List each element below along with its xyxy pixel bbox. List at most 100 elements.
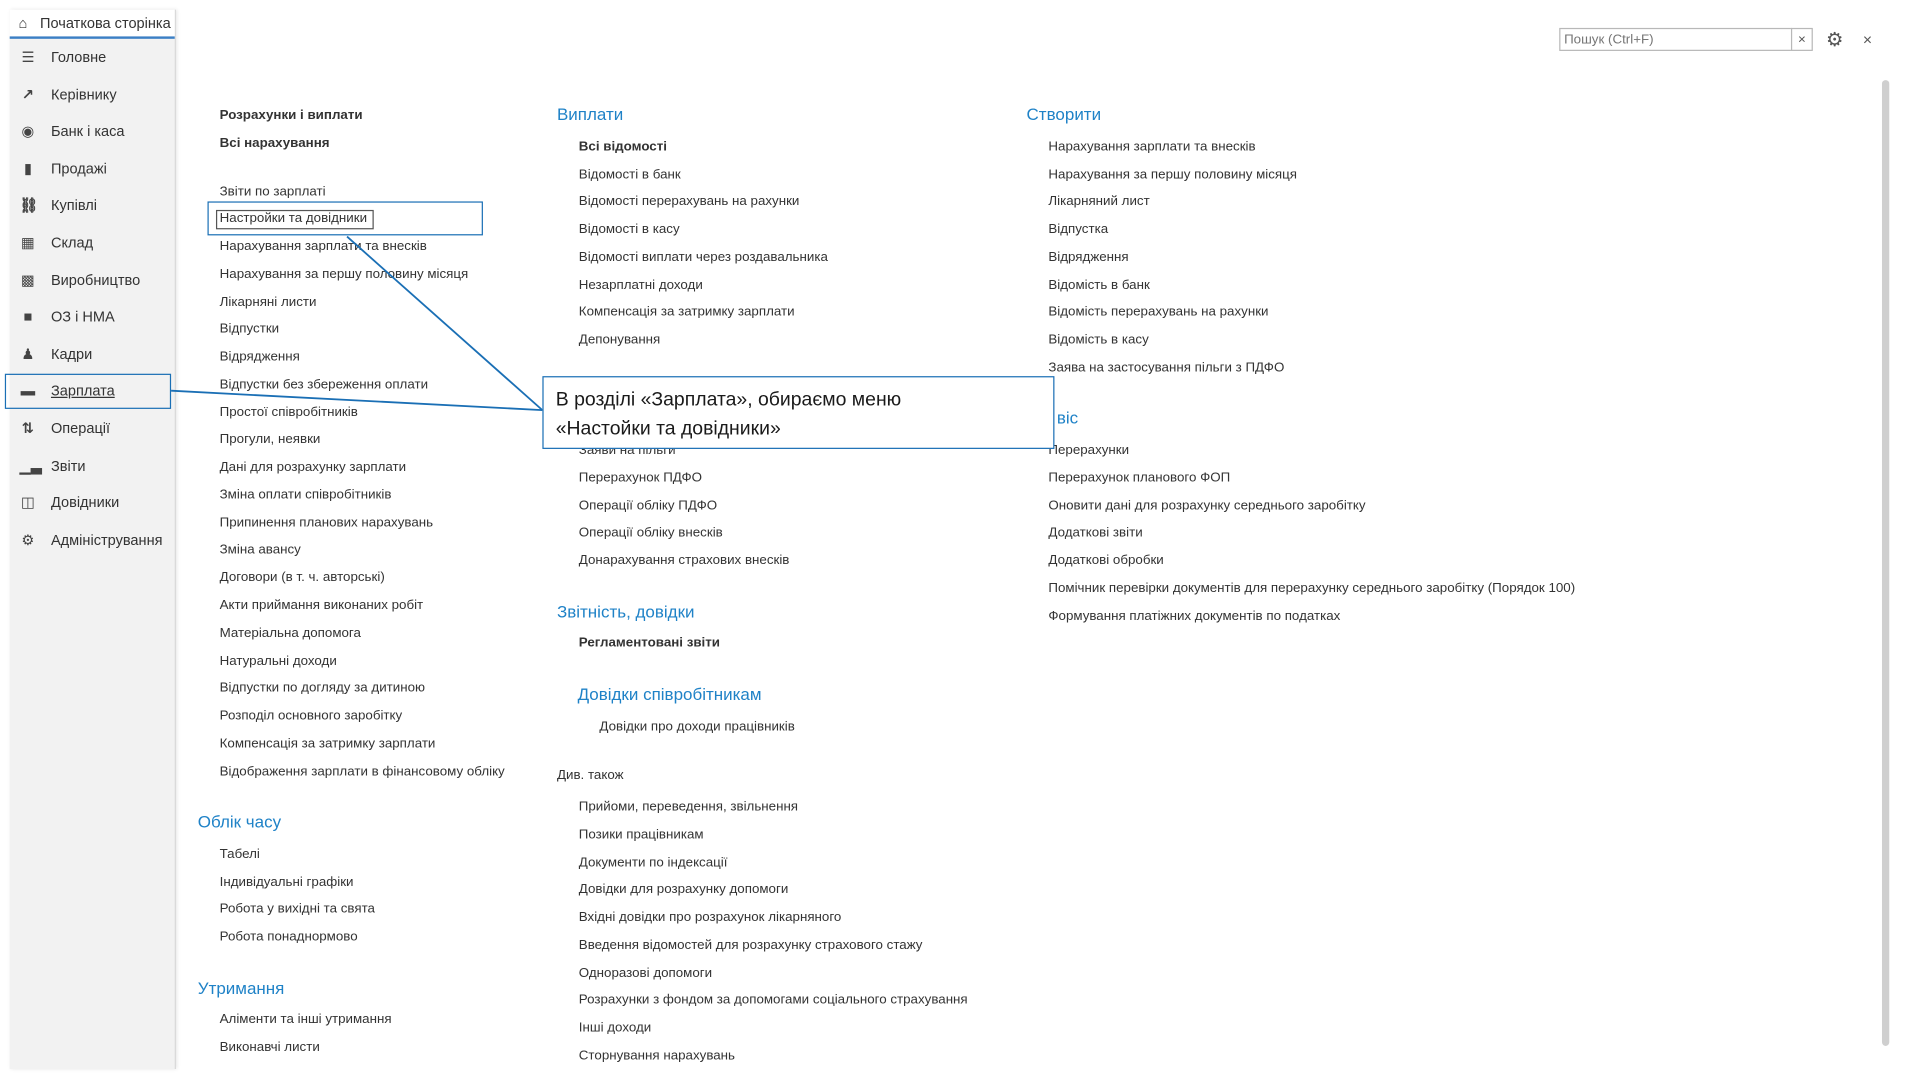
payment-link[interactable]: Відомості в банк (578, 167, 681, 183)
create-link[interactable]: Відпустка (1048, 222, 1109, 237)
sidebar-item-assets[interactable]: ■ ОЗ і НМА (10, 298, 175, 334)
col1-link[interactable]: Натуральні доходи (219, 654, 337, 669)
sidebar-item-label: Зарплата (50, 382, 115, 400)
col1-link[interactable]: Прогули, неявки (219, 431, 321, 447)
section-title-deductions: Утримання (197, 978, 285, 998)
see-also-link[interactable]: Позики працівникам (578, 827, 704, 843)
see-also-link[interactable]: Розрахунки з фондом за допомогами соціал… (578, 992, 968, 1008)
col1-link[interactable]: Відрядження (219, 349, 300, 365)
scrollbar[interactable] (1881, 80, 1890, 1046)
service-link[interactable]: Додаткові звіти (1048, 525, 1143, 540)
payment-link[interactable]: Відомості перерахувань на рахунки (578, 194, 800, 209)
payment-link[interactable]: Незарплатні доходи (578, 277, 703, 293)
tax-link[interactable]: Операції обліку внесків (578, 525, 723, 540)
see-also-link[interactable]: Одноразові допомоги (578, 965, 713, 981)
col1-link[interactable]: Дані для розрахунку зарплати (219, 459, 407, 475)
create-link[interactable]: Відомість перерахувань на рахунки (1048, 304, 1269, 320)
sidebar-item-bank[interactable]: ◉ Банк і каса (10, 113, 175, 149)
payment-link[interactable]: Відомості в касу (578, 222, 680, 237)
deduction-link[interactable]: Виконавчі листи (219, 1039, 320, 1055)
home-tab-label: Початкова сторінка (40, 14, 171, 32)
link-salary-reports[interactable]: Звіти по зарплаті (219, 184, 326, 199)
deduction-link[interactable]: Аліменти та інші утримання (219, 1011, 392, 1027)
service-link[interactable]: Додаткові обробки (1048, 553, 1164, 568)
certificate-link[interactable]: Довідки про доходи працівників (599, 719, 795, 735)
time-link[interactable]: Індивідуальні графіки (219, 874, 354, 890)
link-settings-directories[interactable]: Настройки та довідники (219, 211, 368, 226)
sidebar-item-salary[interactable]: ▬ Зарплата (10, 373, 175, 409)
create-link[interactable]: Відрядження (1048, 249, 1129, 265)
link-all-statements[interactable]: Всі відомості (578, 139, 667, 155)
sidebar-item-label: Кадри (50, 345, 93, 363)
see-also-link[interactable]: Сторнування нарахувань (578, 1048, 736, 1063)
see-also-link[interactable]: Вхідні довідки про розрахунок лікарняног… (578, 910, 842, 925)
col1-link[interactable]: Лікарняні листи (219, 294, 317, 310)
service-link[interactable]: Помічник перевірки документів для перера… (1048, 581, 1576, 596)
tax-link[interactable]: Перерахунок ПДФО (578, 470, 703, 486)
payment-link[interactable]: Відомості виплати через роздавальника (578, 249, 828, 265)
grid-icon: ▦ (21, 234, 35, 252)
sidebar-item-reports[interactable]: ▁▃ Звіти (10, 448, 175, 484)
sidebar-item-manager[interactable]: ↗ Керівнику (10, 76, 175, 112)
sidebar-item-warehouse[interactable]: ▦ Склад (10, 224, 175, 260)
see-also-link[interactable]: Довідки для розрахунку допомоги (578, 882, 789, 897)
col1-link[interactable]: Відпустки без збереження оплати (219, 377, 429, 392)
col1-link[interactable]: Відпустки по догляду за дитиною (219, 680, 426, 696)
service-link[interactable]: Формування платіжних документів по подат… (1048, 609, 1341, 624)
tax-link[interactable]: Операції обліку ПДФО (578, 498, 718, 514)
create-link[interactable]: Відомість в касу (1048, 332, 1149, 348)
search-clear-button[interactable]: × (1790, 27, 1813, 51)
search-input[interactable] (1559, 27, 1793, 51)
service-link[interactable]: Перерахунки (1048, 442, 1130, 458)
col1-link[interactable]: Простої співробітників (219, 405, 358, 420)
sidebar-item-production[interactable]: ▩ Виробництво (10, 262, 175, 298)
payment-link[interactable]: Компенсація за затримку зарплати (578, 304, 795, 320)
cart-icon: ⛓ (19, 196, 38, 214)
see-also-link[interactable]: Прийоми, переведення, звільнення (578, 799, 799, 815)
sidebar-item-main[interactable]: ☰ Головне (10, 39, 175, 75)
truck-icon: ■ (23, 308, 33, 326)
list-icon: ☰ (21, 48, 35, 66)
time-link[interactable]: Табелі (219, 846, 260, 862)
sidebar-item-operations[interactable]: ⇅ Операції (10, 410, 175, 446)
col1-link[interactable]: Нарахування за першу половину місяця (219, 266, 469, 282)
sidebar-item-admin[interactable]: ⚙ Адміністрування (10, 522, 175, 558)
col1-link[interactable]: Розподіл основного заробітку (219, 708, 403, 724)
link-all-accruals[interactable]: Всі нарахування (219, 135, 330, 151)
link-calculations-payments[interactable]: Розрахунки і виплати (219, 107, 363, 123)
see-also-link[interactable]: Введення відомостей для розрахунку страх… (578, 937, 923, 953)
time-link[interactable]: Робота понаднормово (219, 929, 358, 945)
sidebar-item-purchases[interactable]: ⛓ Купівлі (10, 187, 175, 223)
see-also-link[interactable]: Інші доходи (578, 1020, 652, 1036)
col1-link[interactable]: Припинення планових нарахувань (219, 515, 434, 531)
see-also-link[interactable]: Документи по індексації (578, 855, 728, 871)
col1-link[interactable]: Зміна оплати співробітників (219, 487, 392, 503)
col1-link[interactable]: Компенсація за затримку зарплати (219, 736, 436, 752)
col1-link[interactable]: Договори (в т. ч. авторські) (219, 570, 385, 585)
col1-link[interactable]: Нарахування зарплати та внесків (219, 239, 427, 254)
home-tab[interactable]: ⌂ Початкова сторінка (9, 9, 175, 39)
col1-link[interactable]: Матеріальна допомога (219, 626, 361, 641)
create-link[interactable]: Відомість в банк (1048, 277, 1150, 293)
col1-link[interactable]: Відпустки (219, 321, 280, 337)
payment-link[interactable]: Депонування (578, 332, 661, 348)
tax-link[interactable]: Донарахування страхових внесків (578, 553, 790, 568)
section-title-reporting: Звітність, довідки (556, 601, 695, 622)
service-link[interactable]: Перерахунок планового ФОП (1048, 470, 1231, 486)
create-link[interactable]: Нарахування за першу половину місяця (1048, 167, 1298, 183)
link-regulated-reports[interactable]: Регламентовані звіти (578, 635, 721, 651)
settings-gear-icon[interactable]: ⚙ (1825, 29, 1844, 51)
time-link[interactable]: Робота у вихідні та свята (219, 901, 375, 917)
create-link[interactable]: Нарахування зарплати та внесків (1048, 139, 1256, 155)
service-link[interactable]: Оновити дані для розрахунку середнього з… (1048, 498, 1366, 514)
col1-link[interactable]: Відображення зарплати в фінансовому облі… (219, 764, 505, 780)
create-link[interactable]: Заява на застосування пільги з ПДФО (1048, 360, 1285, 375)
sidebar-item-directories[interactable]: ◫ Довідники (10, 484, 175, 520)
col1-link[interactable]: Акти приймання виконаних робіт (219, 598, 424, 613)
create-link[interactable]: Лікарняний лист (1048, 194, 1150, 209)
close-button[interactable]: × (1862, 30, 1873, 49)
sidebar-item-sales[interactable]: ▮ Продажі (10, 150, 175, 186)
col1-link[interactable]: Зміна авансу (219, 542, 301, 557)
sidebar-item-hr[interactable]: ♟ Кадри (10, 336, 175, 372)
